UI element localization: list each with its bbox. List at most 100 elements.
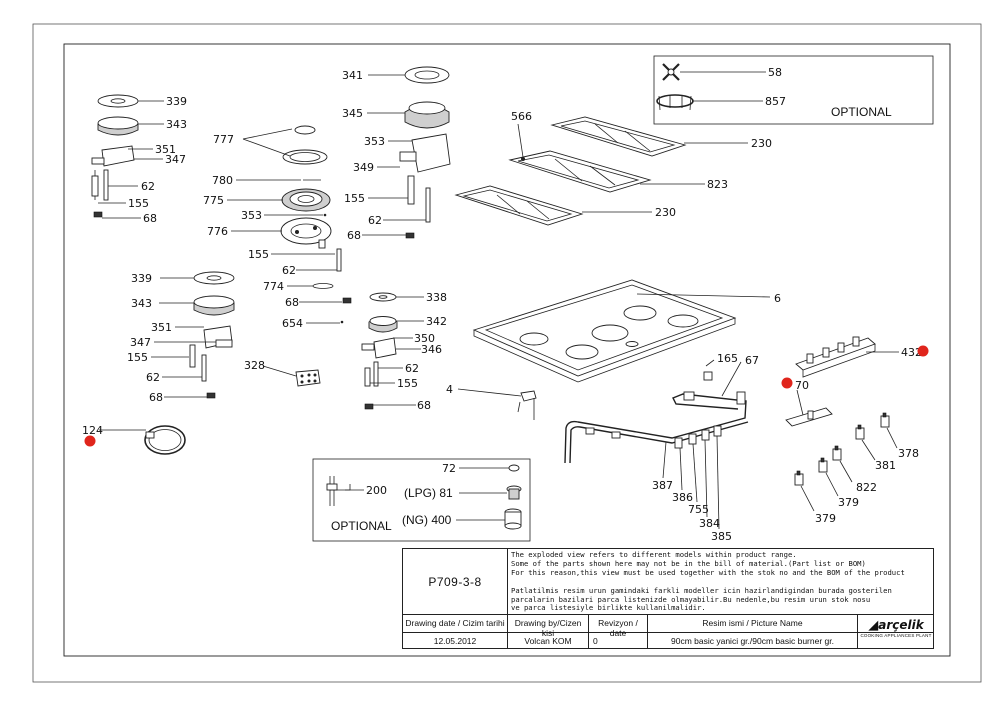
label-155: 155 <box>128 197 149 210</box>
part-124-thermocouple-ring <box>144 425 186 455</box>
label-155: 155 <box>397 377 418 390</box>
label-68: 68 <box>143 212 157 225</box>
optional-label-top: OPTIONAL <box>831 105 892 119</box>
label-345: 345 <box>342 107 363 120</box>
note-english: The exploded view refers to different mo… <box>511 551 905 577</box>
part-200-bracket <box>326 476 351 506</box>
label-777: 777 <box>213 133 234 146</box>
burner-group-left-middle <box>189 271 235 399</box>
pan-supports <box>454 116 687 226</box>
part-432-bracket <box>795 336 876 378</box>
burner-group-center-small <box>361 292 398 410</box>
title-block: P709-3-8 The exploded view refers to dif… <box>402 548 934 649</box>
inner-frame <box>63 43 951 657</box>
label-566: 566 <box>511 110 532 123</box>
label-339: 339 <box>166 95 187 108</box>
burner-group-wok <box>280 125 352 324</box>
part-58-cross <box>662 63 680 81</box>
label-58: 58 <box>768 66 782 79</box>
label-351: 351 <box>155 143 176 156</box>
label-823: 823 <box>707 178 728 191</box>
label-70: 70 <box>795 379 809 392</box>
label-378: 378 <box>898 447 919 460</box>
label-857: 857 <box>765 95 786 108</box>
label-62: 62 <box>146 371 160 384</box>
label-822: 822 <box>856 481 877 494</box>
red-marker <box>917 345 929 357</box>
drawing-code: P709-3-8 <box>428 574 482 589</box>
label-774: 774 <box>263 280 284 293</box>
optional-box-bottom <box>312 458 531 542</box>
injector-parts <box>504 464 522 530</box>
label-328: 328 <box>244 359 265 372</box>
brand-mark-icon: ◢ <box>868 618 879 633</box>
label-654: 654 <box>282 317 303 330</box>
burner-group-left-top <box>91 94 139 218</box>
label-68: 68 <box>347 229 361 242</box>
brand-name: arçelik <box>878 618 924 632</box>
label-62: 62 <box>141 180 155 193</box>
label-342: 342 <box>426 315 447 328</box>
label-ng-400: (NG) 400 <box>402 513 452 527</box>
brand-logo: ◢arçelik COOKING APPLIANCES PLANT <box>859 616 933 648</box>
label-379: 379 <box>815 512 836 525</box>
label-338: 338 <box>426 291 447 304</box>
red-marker <box>84 435 96 447</box>
value-drawing-date: 12.05.2012 <box>433 636 477 646</box>
red-marker <box>781 377 793 389</box>
label-72: 72 <box>442 462 456 475</box>
label-67: 67 <box>745 354 759 367</box>
header-picture-name: Resim ismi / Picture Name <box>702 618 803 628</box>
header-drawing-date: Drawing date / Cizim tarihi <box>405 618 505 628</box>
label-386: 386 <box>672 491 693 504</box>
header-revision: Revizyon / date <box>598 618 638 638</box>
label-155: 155 <box>248 248 269 261</box>
note-turkish: Patlatilmis resim urun gamindaki farkli … <box>511 587 892 613</box>
gas-manifold-part-67 <box>564 371 749 464</box>
value-revision: 0 <box>593 636 598 646</box>
label-780: 780 <box>212 174 233 187</box>
label-384: 384 <box>699 517 720 530</box>
label-347: 347 <box>165 153 186 166</box>
label-200: 200 <box>366 484 387 497</box>
label-776: 776 <box>207 225 228 238</box>
label-6: 6 <box>774 292 781 305</box>
label-lpg-81: (LPG) 81 <box>404 486 453 500</box>
label-68: 68 <box>149 391 163 404</box>
part-70-bracket <box>785 407 833 427</box>
label-339: 339 <box>131 272 152 285</box>
label-432: 432 <box>901 346 922 359</box>
optional-label-bottom: OPTIONAL <box>331 519 392 533</box>
switches <box>794 412 890 486</box>
label-62: 62 <box>405 362 419 375</box>
label-351: 351 <box>151 321 172 334</box>
value-picture-name: 90cm basic yanici gr./90cm basic burner … <box>671 636 834 646</box>
label-165: 165 <box>717 352 738 365</box>
label-349: 349 <box>353 161 374 174</box>
label-350: 350 <box>414 332 435 345</box>
part-857-wok-ring <box>656 94 694 111</box>
label-341: 341 <box>342 69 363 82</box>
label-124: 124 <box>82 424 103 437</box>
value-drawing-by: Volcan KOM <box>524 636 572 646</box>
label-387: 387 <box>652 479 673 492</box>
outer-frame <box>32 23 982 683</box>
label-68: 68 <box>285 296 299 309</box>
label-230: 230 <box>655 206 676 219</box>
label-230: 230 <box>751 137 772 150</box>
label-755: 755 <box>688 503 709 516</box>
label-343: 343 <box>131 297 152 310</box>
drawing-code-cell: P709-3-8 <box>403 549 508 614</box>
optional-box-top <box>653 55 934 125</box>
brand-subtitle: COOKING APPLIANCES PLANT <box>860 633 932 638</box>
label-155: 155 <box>344 192 365 205</box>
label-346: 346 <box>421 343 442 356</box>
label-343: 343 <box>166 118 187 131</box>
label-379: 379 <box>838 496 859 509</box>
label-347: 347 <box>130 336 151 349</box>
label-68: 68 <box>417 399 431 412</box>
label-381: 381 <box>875 459 896 472</box>
header-drawing-by: Drawing by/Cizen kisi <box>514 618 582 638</box>
label-353: 353 <box>241 209 262 222</box>
